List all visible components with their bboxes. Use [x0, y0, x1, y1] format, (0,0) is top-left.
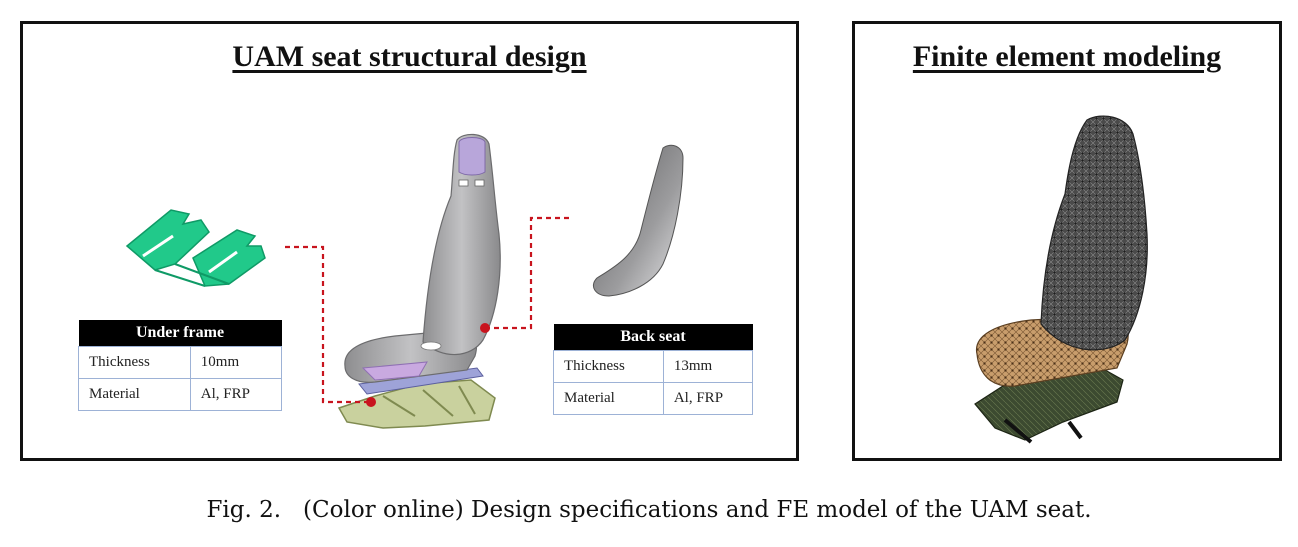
under-frame-spec-table: Under frame Thickness 10mm Material Al, …	[78, 320, 283, 411]
spec-value: Al, FRP	[189, 378, 283, 411]
fe-model-panel-title: Finite element modeling	[912, 40, 1222, 73]
spec-label: Thickness	[78, 346, 191, 379]
assembled-seat-model	[337, 133, 501, 429]
fe-model-panel: Finite element modeling	[852, 21, 1282, 461]
figure-caption: Fig. 2. (Color online) Design specificati…	[0, 497, 1298, 523]
back-seat-marker	[480, 323, 490, 333]
design-panel-title: UAM seat structural design	[232, 40, 587, 73]
under-frame-marker	[366, 397, 376, 407]
table-row: Material Al, FRP	[78, 378, 283, 411]
under-frame-model	[125, 209, 266, 287]
back-seat-table-header: Back seat	[553, 324, 753, 351]
back-seat-spec-table: Back seat Thickness 13mm Material Al, FR…	[553, 324, 754, 415]
fe-mesh-illustration	[974, 115, 1148, 444]
spec-value: 10mm	[189, 346, 283, 379]
spec-label: Material	[78, 378, 191, 411]
table-row: Material Al, FRP	[553, 382, 754, 415]
spec-value: Al, FRP	[662, 382, 754, 415]
caption-text: (Color online) Design specifications and…	[303, 497, 1092, 523]
table-row: Thickness 13mm	[553, 350, 754, 383]
leader-lines	[285, 216, 571, 404]
design-panel: UAM seat structural design	[20, 21, 799, 461]
back-seat-model	[593, 144, 684, 297]
under-frame-table-header: Under frame	[78, 320, 282, 347]
spec-label: Material	[553, 382, 664, 415]
caption-label: Fig. 2.	[206, 497, 282, 523]
table-row: Thickness 10mm	[78, 346, 283, 379]
fe-seat-model	[974, 115, 1148, 444]
spec-label: Thickness	[553, 350, 664, 383]
spec-value: 13mm	[662, 350, 754, 383]
seat-design-illustration	[125, 133, 684, 429]
